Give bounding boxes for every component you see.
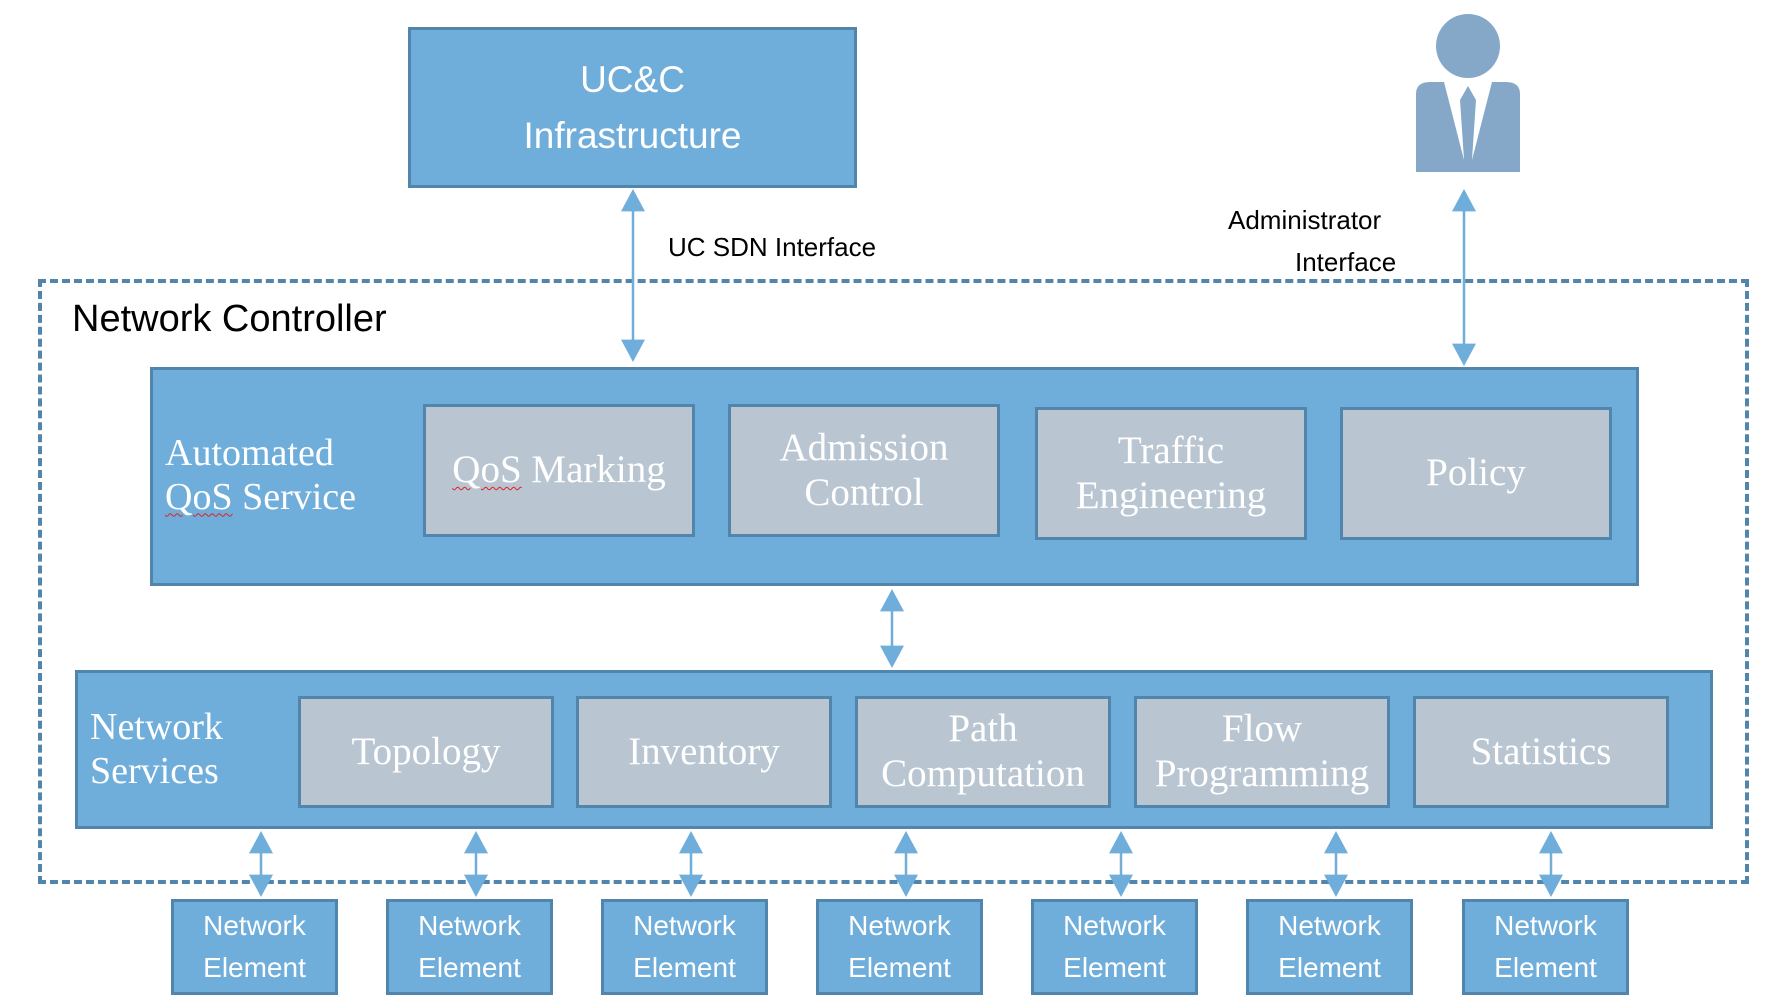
element-arrow-1-head-up — [249, 831, 273, 854]
ne-line2: Element — [1063, 952, 1166, 983]
admin-interface-arrow-head-up — [1452, 189, 1476, 212]
admin-interface-label-1: Administrator — [1228, 205, 1382, 235]
element-arrow-7-head-up — [1539, 831, 1563, 854]
admin-interface-arrow-head-down — [1452, 343, 1476, 366]
ne-line2: Element — [418, 952, 521, 983]
admin-interface-label-2: Interface — [1295, 247, 1397, 277]
module-statistics: Statistics — [1413, 696, 1669, 808]
element-arrow-4-head-up — [894, 831, 918, 854]
uc-sdn-interface-arrow-head-down — [621, 339, 645, 362]
qos-marking-qos: QoS — [452, 448, 522, 492]
element-arrow-3 — [679, 831, 703, 897]
ne-line2: Element — [203, 952, 306, 983]
topology-label: Topology — [351, 729, 501, 773]
ne-line2: Element — [633, 952, 736, 983]
module-inventory: Inventory — [576, 696, 832, 808]
flow-line1: Flow — [1221, 707, 1303, 751]
ne-line2: Element — [1494, 952, 1597, 983]
traffic-line1: Traffic — [1117, 428, 1225, 472]
ne-line1: Network — [1494, 910, 1597, 941]
element-arrow-2-head-up — [464, 831, 488, 854]
ucc-line2: Infrastructure — [523, 114, 742, 156]
ucc-line1: UC&C — [580, 59, 685, 100]
element-arrow-6-head-up — [1324, 831, 1348, 854]
admin-interface-arrow — [1452, 189, 1476, 366]
qos-to-services-arrow-head-up — [880, 589, 904, 612]
service-word: Service — [232, 475, 357, 518]
uc-sdn-interface-label: UC SDN Interface — [668, 232, 877, 262]
element-arrow-1 — [249, 831, 273, 897]
module-policy: Policy — [1340, 407, 1612, 540]
module-flow-programming: Flow Programming — [1134, 696, 1390, 808]
traffic-line2: Engineering — [1075, 473, 1267, 517]
path-line1: Path — [948, 707, 1018, 751]
qos-marking-marking: Marking — [521, 448, 666, 492]
ne-line2: Element — [848, 952, 951, 983]
ne-line1: Network — [203, 910, 306, 941]
ucc-infrastructure-box: UC&C Infrastructure — [408, 27, 857, 188]
ne-line1: Network — [1278, 910, 1381, 941]
admission-line2: Control — [804, 470, 924, 514]
inventory-label: Inventory — [628, 729, 780, 773]
qos-to-services-arrow — [880, 589, 904, 668]
element-arrow-5-head-up — [1109, 831, 1133, 854]
policy-label: Policy — [1426, 451, 1526, 495]
ne-line2: Element — [1278, 952, 1381, 983]
module-topology: Topology — [298, 696, 554, 808]
element-arrow-7 — [1539, 831, 1563, 897]
qos-to-services-arrow-head-down — [880, 645, 904, 668]
element-arrow-3-head-up — [679, 831, 703, 854]
ne-line1: Network — [848, 910, 951, 941]
network-services-title: Network Services — [90, 706, 223, 793]
module-path-computation: Path Computation — [855, 696, 1111, 808]
module-admission-control: Admission Control — [728, 404, 1000, 537]
qos-title-line2: QoS Service — [165, 476, 356, 520]
path-line2: Computation — [881, 752, 1085, 795]
services-title-line2: Services — [90, 749, 219, 792]
element-arrow-2-head-down — [464, 874, 488, 897]
statistics-label: Statistics — [1470, 729, 1612, 773]
element-arrow-2 — [464, 831, 488, 897]
element-arrow-6 — [1324, 831, 1348, 897]
qos-word: QoS — [165, 475, 233, 518]
element-arrow-6-head-down — [1324, 874, 1348, 897]
module-qos-marking: QoS Marking — [423, 404, 695, 537]
element-arrow-3-head-down — [679, 874, 703, 897]
uc-sdn-interface-arrow — [621, 189, 645, 362]
automated-qos-service-title: Automated QoS Service — [165, 432, 356, 519]
ne-line1: Network — [418, 910, 521, 941]
element-arrow-4-head-down — [894, 874, 918, 897]
element-arrow-1-head-down — [249, 874, 273, 897]
qos-title-line1: Automated — [165, 432, 334, 474]
network-controller-boundary — [38, 279, 1749, 884]
element-arrow-5-head-down — [1109, 874, 1133, 897]
network-controller-title: Network Controller — [72, 298, 387, 340]
admission-line1: Admission — [779, 425, 949, 469]
ne-line1: Network — [1063, 910, 1166, 941]
uc-sdn-interface-arrow-head-up — [621, 189, 645, 212]
element-arrow-5 — [1109, 831, 1133, 897]
flow-line2: Programming — [1154, 752, 1370, 795]
services-title-line1: Network — [90, 706, 223, 748]
element-arrow-4 — [894, 831, 918, 897]
element-arrow-7-head-down — [1539, 874, 1563, 897]
ne-line1: Network — [633, 910, 736, 941]
person-icon — [1416, 14, 1520, 172]
module-traffic-engineering: Traffic Engineering — [1035, 407, 1307, 540]
